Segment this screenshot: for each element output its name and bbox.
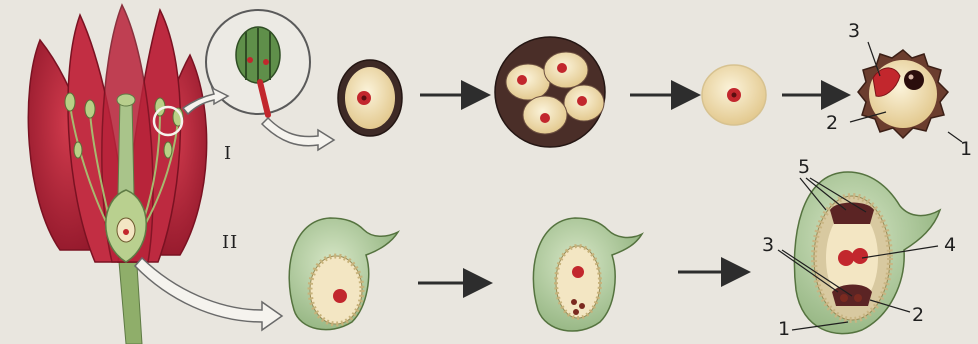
label-bottom-4: 4: [944, 236, 956, 255]
label-top-3: 3: [848, 22, 860, 41]
label-bottom-3: 3: [762, 236, 774, 255]
row-label-bottom: II: [222, 232, 238, 253]
label-top-1: 1: [960, 140, 972, 159]
label-bottom-1: 1: [778, 320, 790, 339]
row-ovule-development: [289, 172, 940, 334]
label-bottom-2: 2: [912, 306, 924, 325]
label-bottom-5: 5: [798, 158, 810, 177]
row-pollen-development: [338, 37, 962, 147]
vegetative-nucleus: [904, 70, 924, 90]
arrow-to-ovule: [135, 258, 282, 330]
pistil-stigma: [117, 94, 135, 106]
label-top-2: 2: [826, 114, 838, 133]
row-label-top: I: [224, 143, 232, 164]
pistil-style: [118, 100, 134, 195]
arrow-to-pollen-mother: [262, 118, 334, 150]
